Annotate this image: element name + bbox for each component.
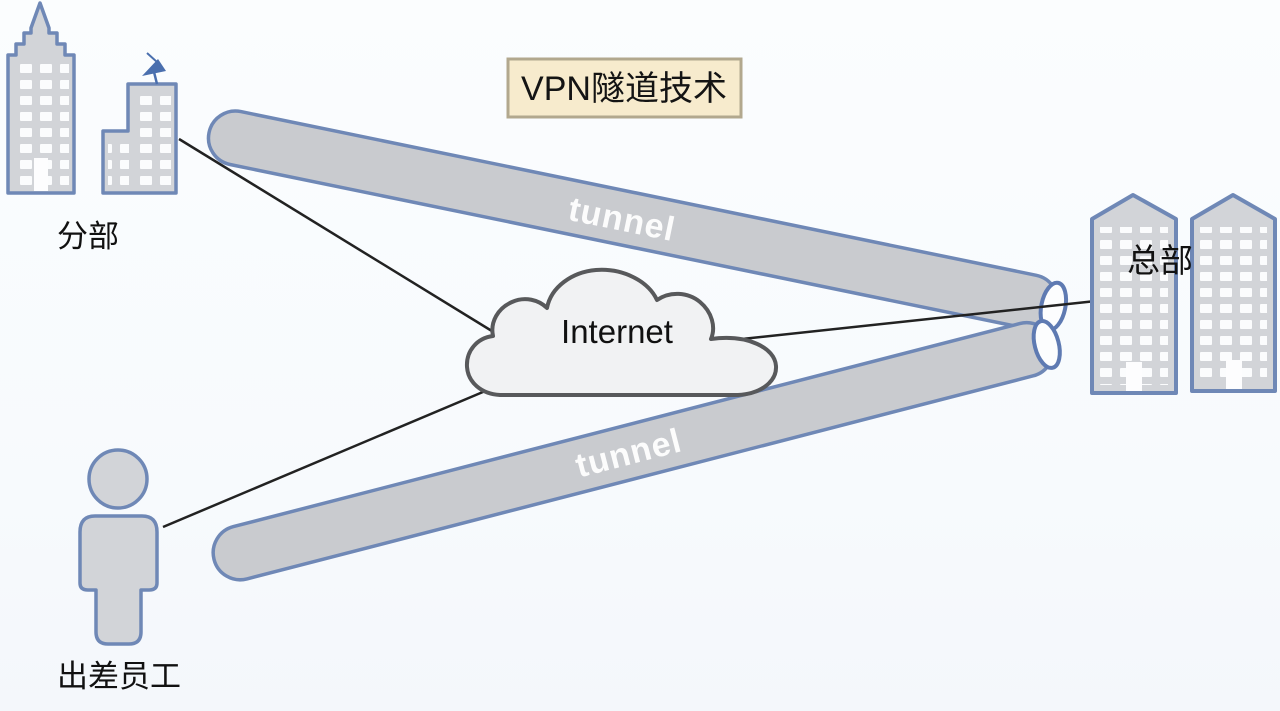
satellite-dish-icon: [142, 52, 166, 85]
hq-building-right-windows: [1200, 227, 1267, 383]
title-box: VPN隧道技术: [506, 57, 743, 119]
headquarters-label: 总部: [1127, 242, 1193, 279]
branch-building-tall-door: [34, 158, 48, 191]
line-internet-to-headquarters: [741, 299, 1097, 341]
branch-buildings: [6, 1, 178, 195]
headquarters-buildings: [1090, 193, 1277, 395]
employee-body: [78, 514, 159, 646]
page-title: VPN隧道技术: [521, 70, 727, 108]
title-box-background: [506, 57, 743, 119]
internet-label: Internet: [561, 313, 673, 350]
hq-building-left-door: [1126, 362, 1142, 391]
branch-label: 分部: [57, 219, 119, 254]
hq-building-right-door: [1226, 360, 1242, 389]
tunnel-lower-opening: [1031, 319, 1062, 370]
line-branch-to-internet: [178, 137, 501, 338]
employee-label: 出差员工: [57, 659, 181, 694]
line-employee-to-internet: [162, 387, 491, 529]
employee-head: [87, 448, 149, 510]
branch-building-small-windows-step: [108, 137, 129, 187]
cloud-shape: [464, 267, 778, 397]
branch-building-small-windows-main: [133, 92, 171, 186]
tunnel-lower-opening-ellipse: [1031, 319, 1062, 370]
tunnel-upper-tube: [206, 109, 1060, 331]
tunnel-lower: tunnel: [211, 320, 1056, 582]
employee-figure: [78, 448, 159, 646]
internet-cloud: Internet: [464, 267, 778, 397]
hq-building-left-windows: [1100, 227, 1168, 385]
